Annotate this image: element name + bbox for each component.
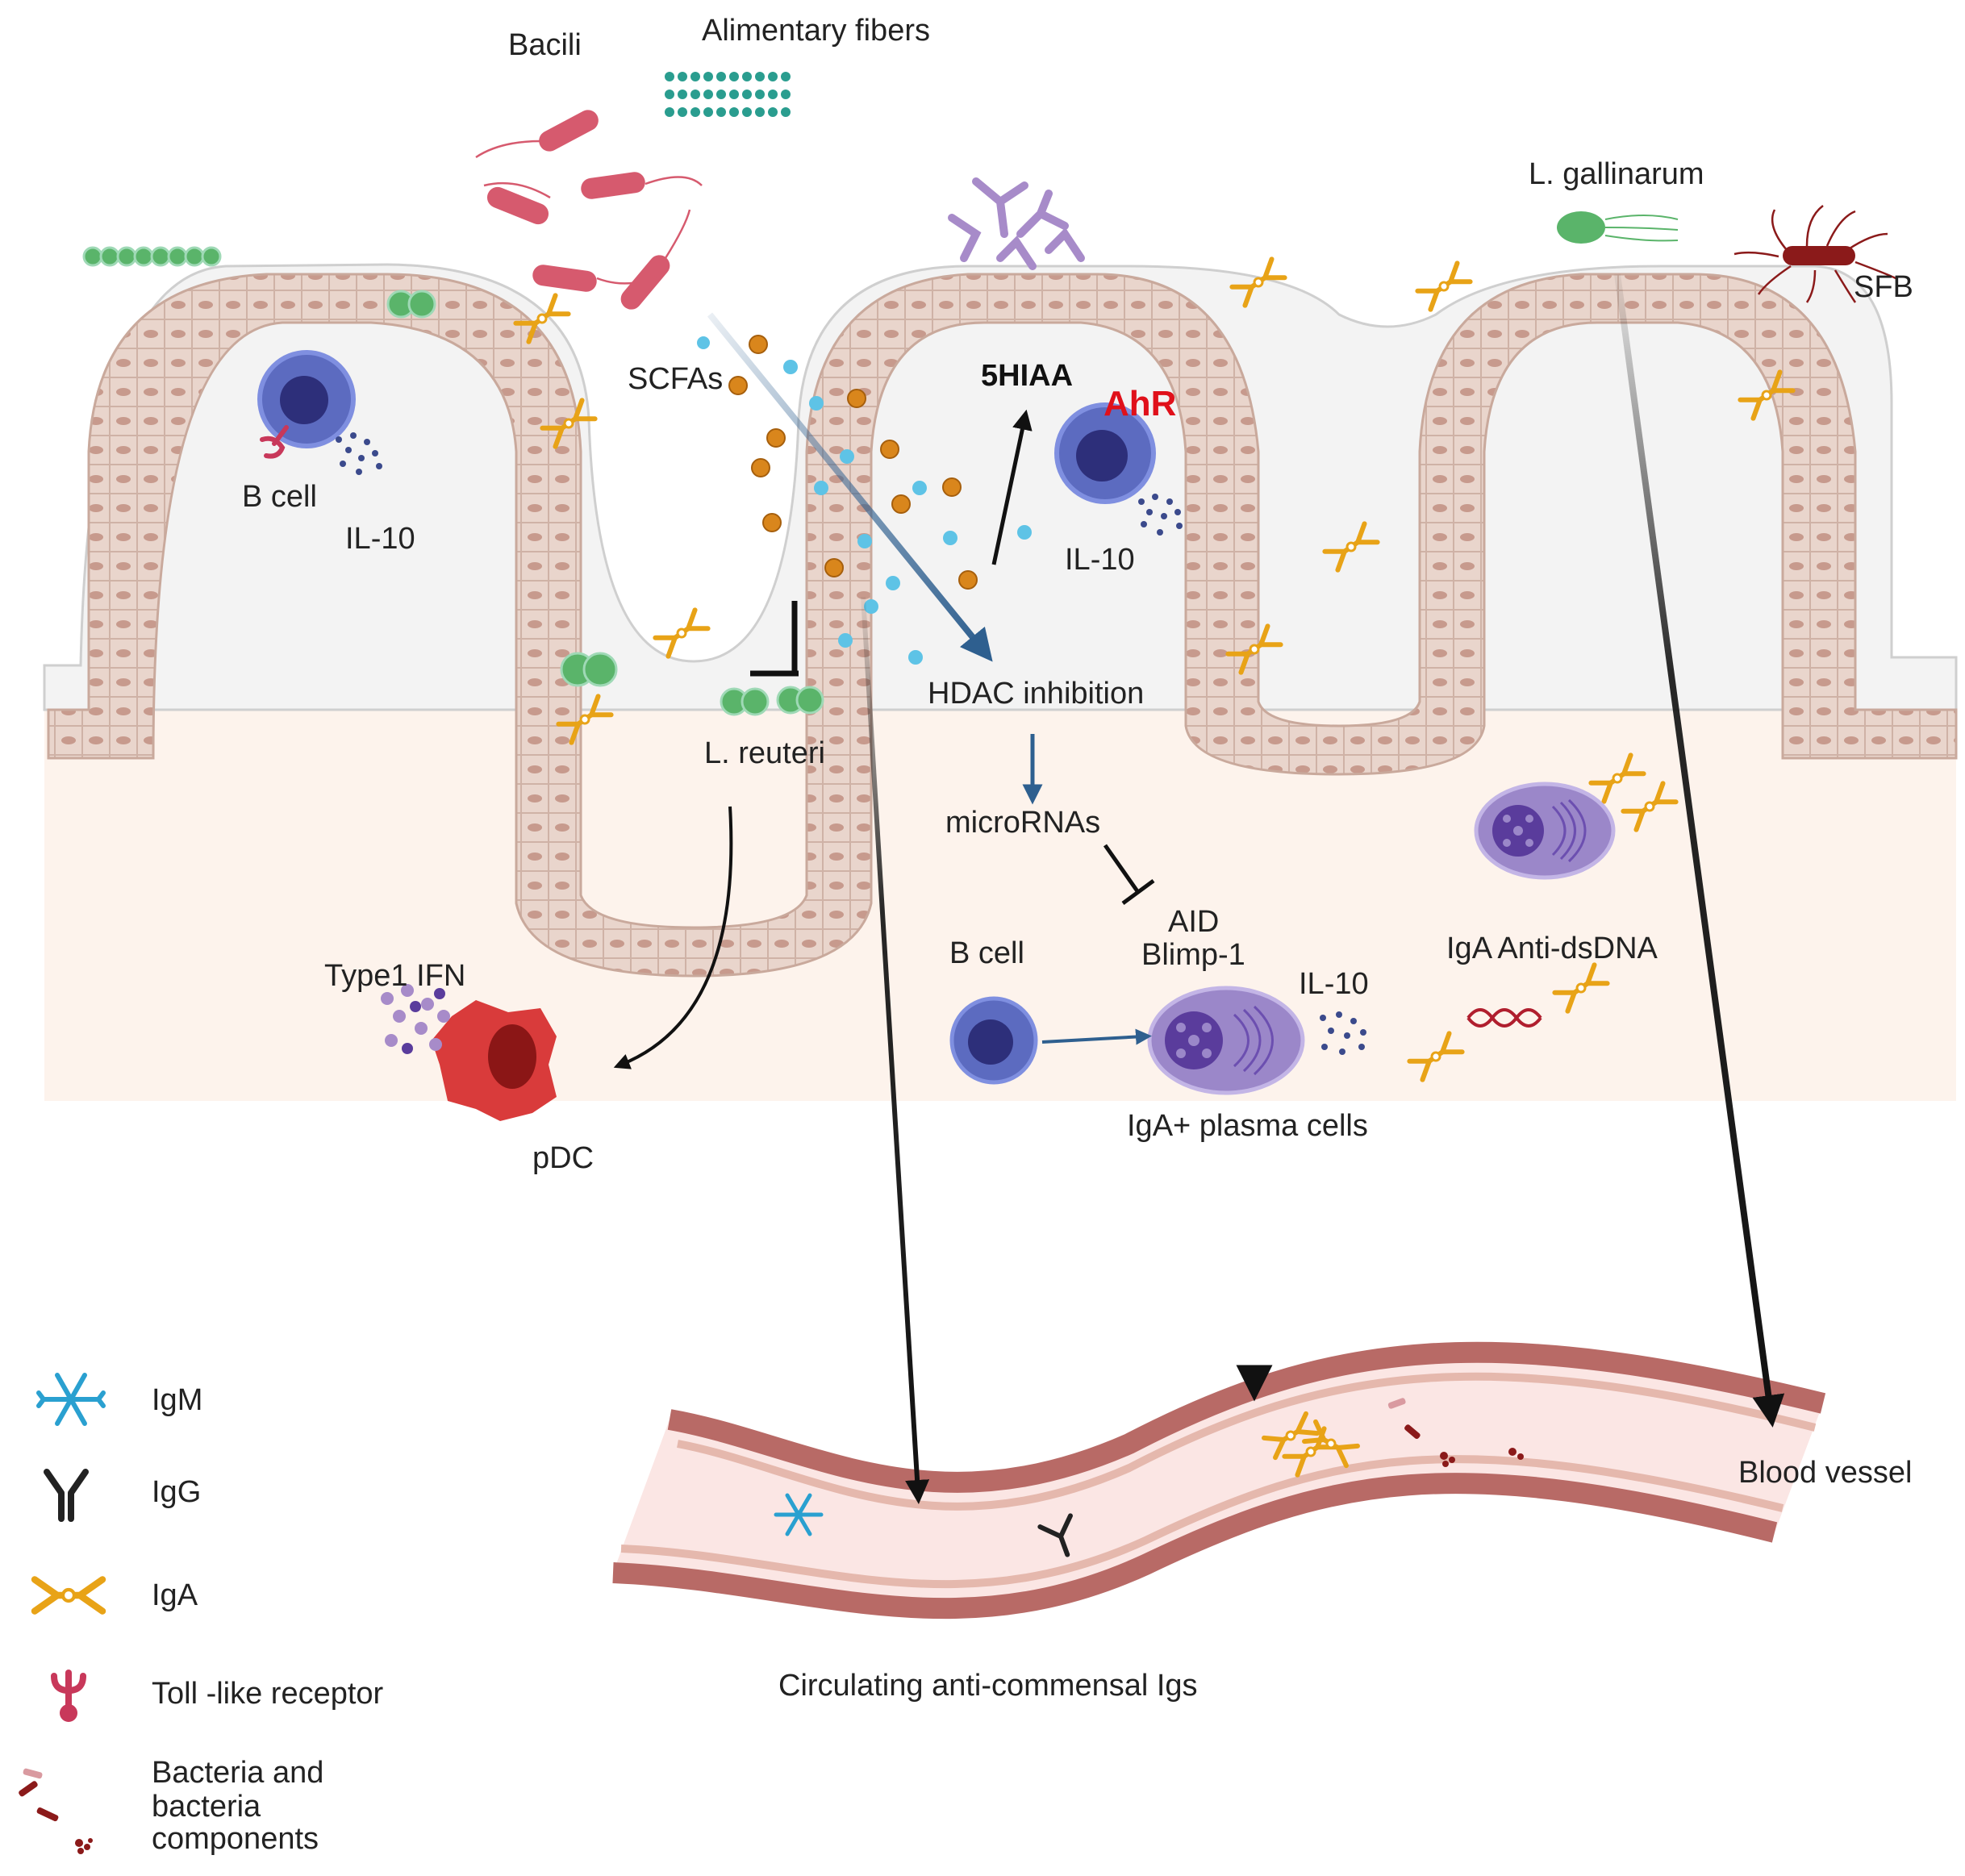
label-type1-ifn: Type1 IFN [324, 959, 465, 993]
green-chain-bacteria [82, 246, 222, 267]
bacili-group [475, 106, 703, 314]
alimentary-fibers [665, 72, 791, 117]
label-circulating-igs: Circulating anti-commensal Igs [778, 1669, 1198, 1703]
label-l-reuteri: L. reuteri [704, 736, 825, 770]
label-b-cell-bottom: B cell [949, 936, 1024, 970]
legend-label-igg: IgG [152, 1475, 201, 1509]
scfa-to-hdac-arrow [707, 312, 993, 662]
igm-icon [36, 1373, 106, 1426]
mirna-inhibit-aid [1103, 844, 1155, 906]
label-bacili: Bacili [508, 28, 582, 62]
legend-label-iga: IgA [152, 1578, 198, 1612]
label-l-gallinarum: L. gallinarum [1529, 157, 1704, 191]
legend-label-bacteria-line3: components [152, 1822, 319, 1856]
label-micrornas: microRNAs [945, 806, 1100, 840]
l-gallinarum-bacterium [1557, 211, 1679, 244]
label-5hiaa: 5HIAA [981, 359, 1073, 393]
legend-label-igm: IgM [152, 1383, 202, 1417]
toll-like-receptor-on-b-cell [260, 425, 289, 459]
l-reuteri-inhibition [750, 601, 799, 677]
label-il10-plasma: IL-10 [1299, 967, 1369, 1001]
pathway-arrows [613, 273, 1785, 1504]
bacteria-components-icon [19, 1768, 93, 1854]
epithelium [47, 273, 1958, 978]
iga-icon [35, 1579, 102, 1611]
scfa-molecules [697, 335, 1032, 665]
label-hdac-inhibition: HDAC inhibition [928, 677, 1144, 711]
label-scfas: SCFAs [628, 362, 723, 396]
glycan-structures [948, 177, 1085, 270]
gallinarum-to-vessel-arrow [1614, 273, 1785, 1428]
b-to-plasma-arrow [1041, 1028, 1152, 1045]
label-il10-mid: IL-10 [1065, 543, 1135, 577]
label-pdc: pDC [532, 1141, 594, 1175]
igg-in-vessel [1037, 1513, 1073, 1557]
label-iga-anti-dsdna: IgA Anti-dsDNA [1446, 932, 1658, 965]
blood-vessel [612, 1341, 1826, 1620]
label-alimentary-fibers: Alimentary fibers [702, 14, 930, 48]
label-il10-left: IL-10 [345, 522, 415, 556]
dsdna [1466, 1008, 1542, 1028]
to-5hiaa-arrow [991, 409, 1033, 565]
b-cell-top [257, 350, 382, 475]
diagram-labels: Bacili Alimentary fibers L. gallinarum S… [242, 14, 1913, 1703]
label-ahr: AhR [1103, 384, 1176, 423]
legend-item-bacteria-components: Bacteria and bacteria components [19, 1756, 323, 1856]
label-blood-vessel: Blood vessel [1738, 1456, 1912, 1490]
legend-item-toll-like-receptor: Toll -like receptor [51, 1670, 384, 1722]
lumen-to-vessel-arrow-left [861, 596, 930, 1504]
label-sfb: SFB [1854, 270, 1913, 304]
legend-label-toll-like-receptor: Toll -like receptor [152, 1677, 384, 1711]
plasma-cell-upper [1474, 782, 1616, 880]
label-iga-plasma-cells: IgA+ plasma cells [1127, 1109, 1368, 1143]
vessel-contents [774, 1398, 1524, 1557]
b-cell-ahr [1054, 402, 1183, 536]
label-blimp1: Blimp-1 [1141, 938, 1245, 972]
igm-in-vessel [774, 1493, 824, 1536]
pdc-cell [381, 984, 557, 1121]
green-diplococci [386, 290, 824, 716]
sfb-bacterium [1733, 205, 1896, 303]
legend-item-igm: IgM [36, 1373, 202, 1426]
label-b-cell-top: B cell [242, 480, 317, 514]
label-aid: AID [1168, 905, 1219, 939]
b-cell-bottom [949, 996, 1038, 1085]
legend-label-bacteria-line2: bacteria [152, 1790, 261, 1824]
l-reuteri-to-pdc-arrow [613, 806, 733, 1069]
legend-item-igg: IgG [44, 1469, 201, 1522]
toll-like-receptor-icon [51, 1670, 86, 1722]
legend-item-iga: IgA [35, 1578, 198, 1612]
legend: IgM IgG IgA Toll -like receptor [19, 1373, 384, 1856]
legend-label-bacteria-line1: Bacteria and [152, 1756, 323, 1790]
bacteria-fragments-in-vessel [1387, 1398, 1524, 1467]
igg-icon [44, 1469, 89, 1522]
